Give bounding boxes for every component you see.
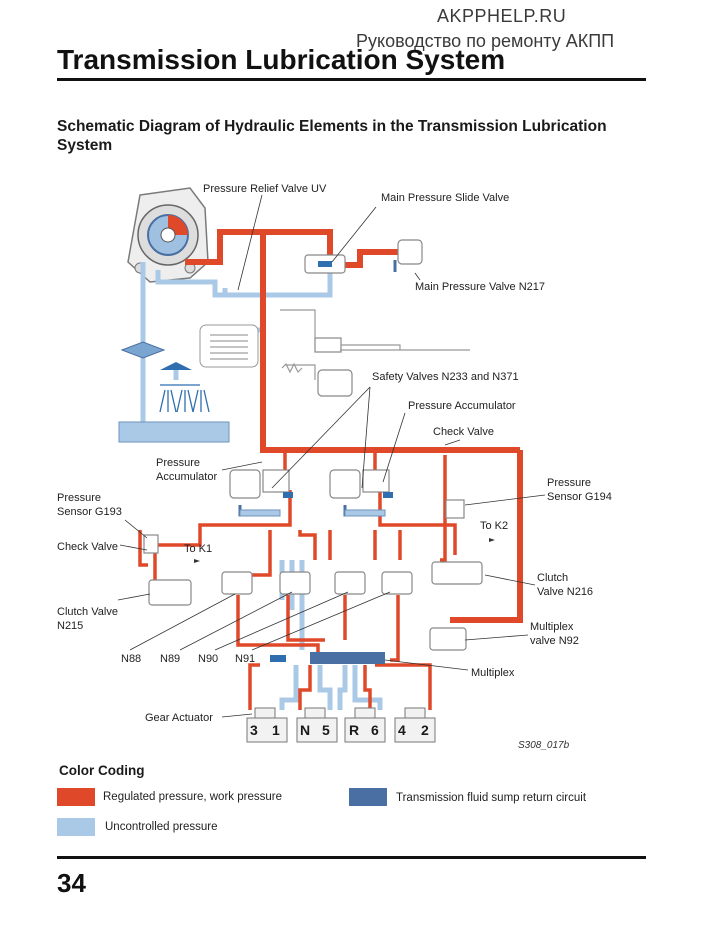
regulated-pressure-lines: [185, 229, 523, 623]
legend-uncontrolled-pressure: Uncontrolled pressure: [105, 821, 218, 833]
figure-code: S308_017b: [518, 740, 570, 751]
label-to-k1: To K1: [184, 543, 213, 555]
swatch-sump-return: [349, 788, 387, 806]
gear-label-4: 4: [398, 722, 406, 738]
label-pressure-accumulator-right: Pressure Accumulator: [408, 400, 516, 412]
label-check-valve-left: Check Valve: [57, 541, 118, 553]
label-multiplex: Multiplex: [471, 667, 515, 679]
accumulator-plates: [239, 509, 386, 517]
label-to-k2: To K2: [480, 520, 509, 532]
spray-nozzles: [159, 384, 210, 413]
label-multiplex-valve-2: valve N92: [530, 635, 579, 647]
leader-lines: [117, 194, 546, 718]
gear-label-2: 2: [421, 722, 429, 738]
gear-label-5: 5: [322, 722, 330, 738]
label-pressure-sensor-g194-2: Sensor G194: [547, 491, 612, 503]
swatch-regulated-pressure: [57, 788, 95, 806]
legend-sump-return: Transmission fluid sump return circuit: [396, 792, 587, 804]
label-safety-valves: Safety Valves N233 and N371: [372, 371, 519, 383]
label-main-pressure-slide-valve: Main Pressure Slide Valve: [381, 192, 510, 204]
gear-label-1: 1: [272, 722, 280, 738]
valve-bodies: [143, 239, 483, 651]
page-number: 34: [57, 868, 86, 898]
figure-heading: Schematic Diagram of Hydraulic Elements …: [57, 118, 607, 154]
title-rule: [57, 78, 646, 81]
label-pressure-sensor-g193-2: Sensor G193: [57, 506, 122, 518]
label-check-valve-right: Check Valve: [433, 426, 494, 438]
legend-regulated-pressure: Regulated pressure, work pressure: [103, 791, 282, 803]
label-pressure-accumulator-left-1: Pressure: [156, 457, 201, 469]
label-pressure-accumulator-left-2: Accumulator: [156, 471, 218, 483]
label-multiplex-valve-1: Multiplex: [530, 621, 574, 633]
valve-solenoid-marks: [270, 261, 393, 664]
label-n89: N89: [160, 653, 181, 665]
label-pressure-relief-valve: Pressure Relief Valve UV: [203, 183, 327, 195]
lube-nozzle-symbol: [160, 362, 192, 370]
label-clutch-valve-n216-1: Clutch: [537, 572, 569, 584]
swatch-uncontrolled-pressure: [57, 818, 95, 836]
label-clutch-valve-n215-1: Clutch Valve: [57, 606, 118, 618]
gray-aux-lines: [280, 309, 470, 380]
label-pressure-sensor-g194-1: Pressure: [547, 477, 592, 489]
gear-label-n: N: [300, 722, 311, 738]
page-title: Transmission Lubrication System: [57, 44, 506, 75]
gear-label-3: 3: [250, 722, 258, 738]
gear-actuator-blocks: [246, 707, 436, 743]
label-n88: N88: [121, 653, 142, 665]
label-clutch-valve-n216-2: Valve N216: [537, 586, 594, 598]
oil-cooler: [199, 324, 259, 368]
label-gear-actuator: Gear Actuator: [145, 712, 213, 724]
footer-rule: [57, 856, 646, 859]
watermark-tagline: Руководство по ремонту АКПП: [356, 31, 615, 51]
label-n90: N90: [198, 653, 219, 665]
color-coding-title: Color Coding: [59, 763, 145, 778]
watermark-site: AKPPHELP.RU: [437, 6, 567, 26]
pump-housing: [127, 187, 209, 283]
oil-cooler-fins: [210, 334, 248, 360]
gear-label-r: R: [349, 722, 360, 738]
sump-tank: [118, 421, 230, 443]
label-n91: N91: [235, 653, 256, 665]
label-pressure-sensor-g193-1: Pressure: [57, 492, 102, 504]
gear-label-6: 6: [371, 722, 379, 738]
label-main-pressure-valve: Main Pressure Valve N217: [415, 281, 546, 293]
direction-arrows: [194, 538, 495, 563]
sump-valve-symbol: [120, 341, 166, 359]
label-clutch-valve-n215-2: N215: [57, 620, 84, 632]
